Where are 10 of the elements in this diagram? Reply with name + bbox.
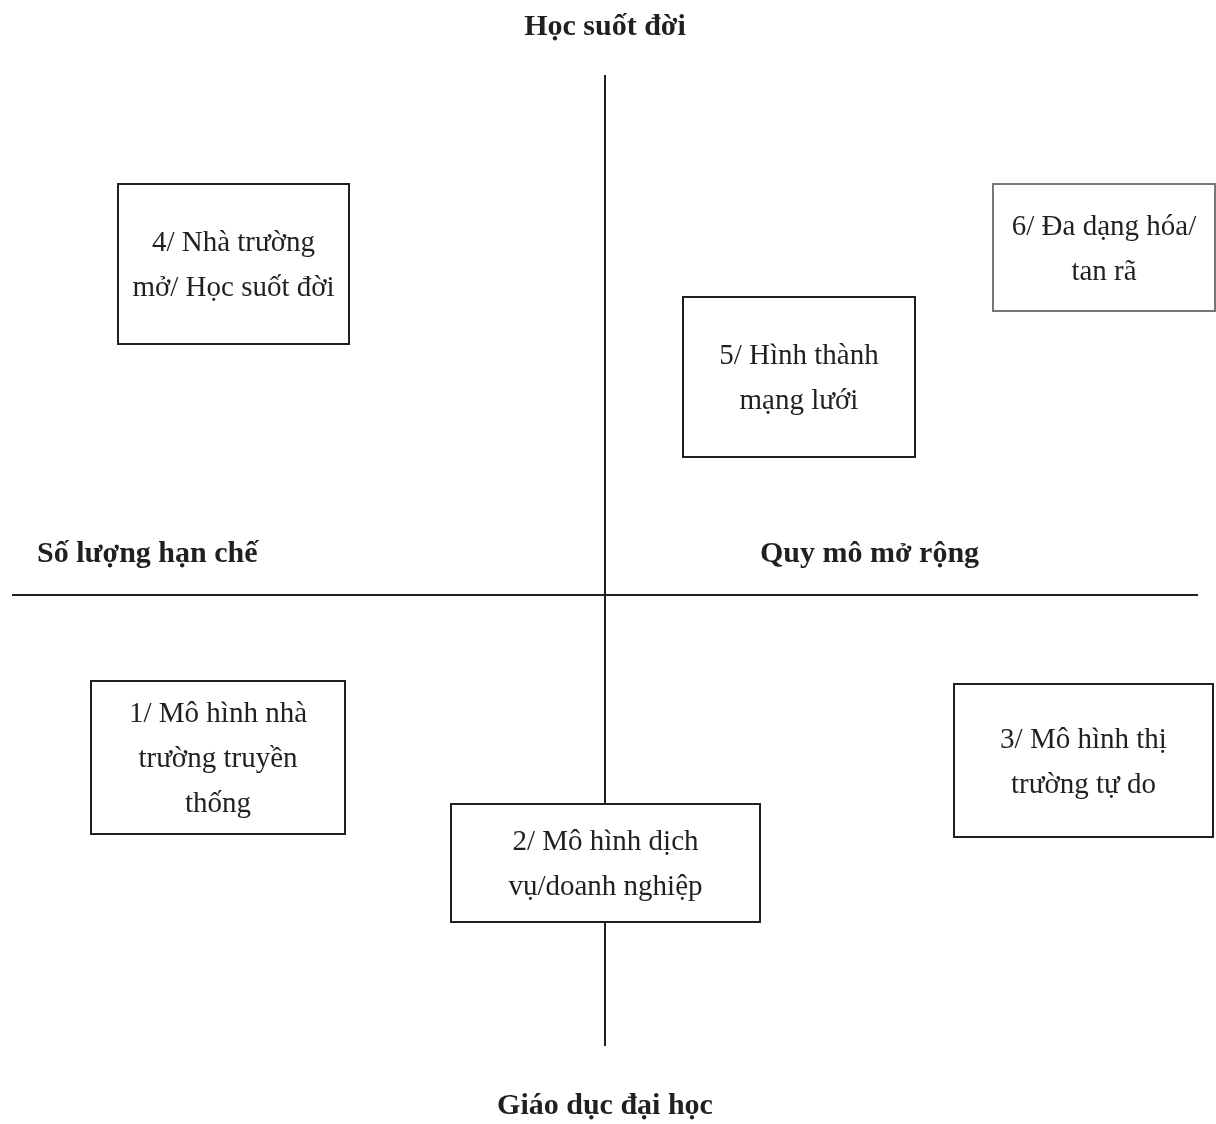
text-box: 3/ Mô hình thị trường tự do	[953, 683, 1214, 838]
axis-label: Số lượng hạn chế	[37, 535, 258, 569]
axis-label: Quy mô mở rộng	[760, 535, 980, 569]
text-box: 4/ Nhà trường mở/ Học suốt đời	[117, 183, 350, 345]
text-box: 2/ Mô hình dịch vụ/doanh nghiệp	[450, 803, 761, 923]
axis-label: Học suốt đời	[524, 8, 686, 42]
text-box: 6/ Đa dạng hóa/ tan rã	[992, 183, 1216, 312]
axis-label: Giáo dục đại học	[497, 1087, 713, 1121]
text-box: 1/ Mô hình nhà trường truyền thống	[90, 680, 346, 835]
text-box: 5/ Hình thành mạng lưới	[682, 296, 916, 458]
